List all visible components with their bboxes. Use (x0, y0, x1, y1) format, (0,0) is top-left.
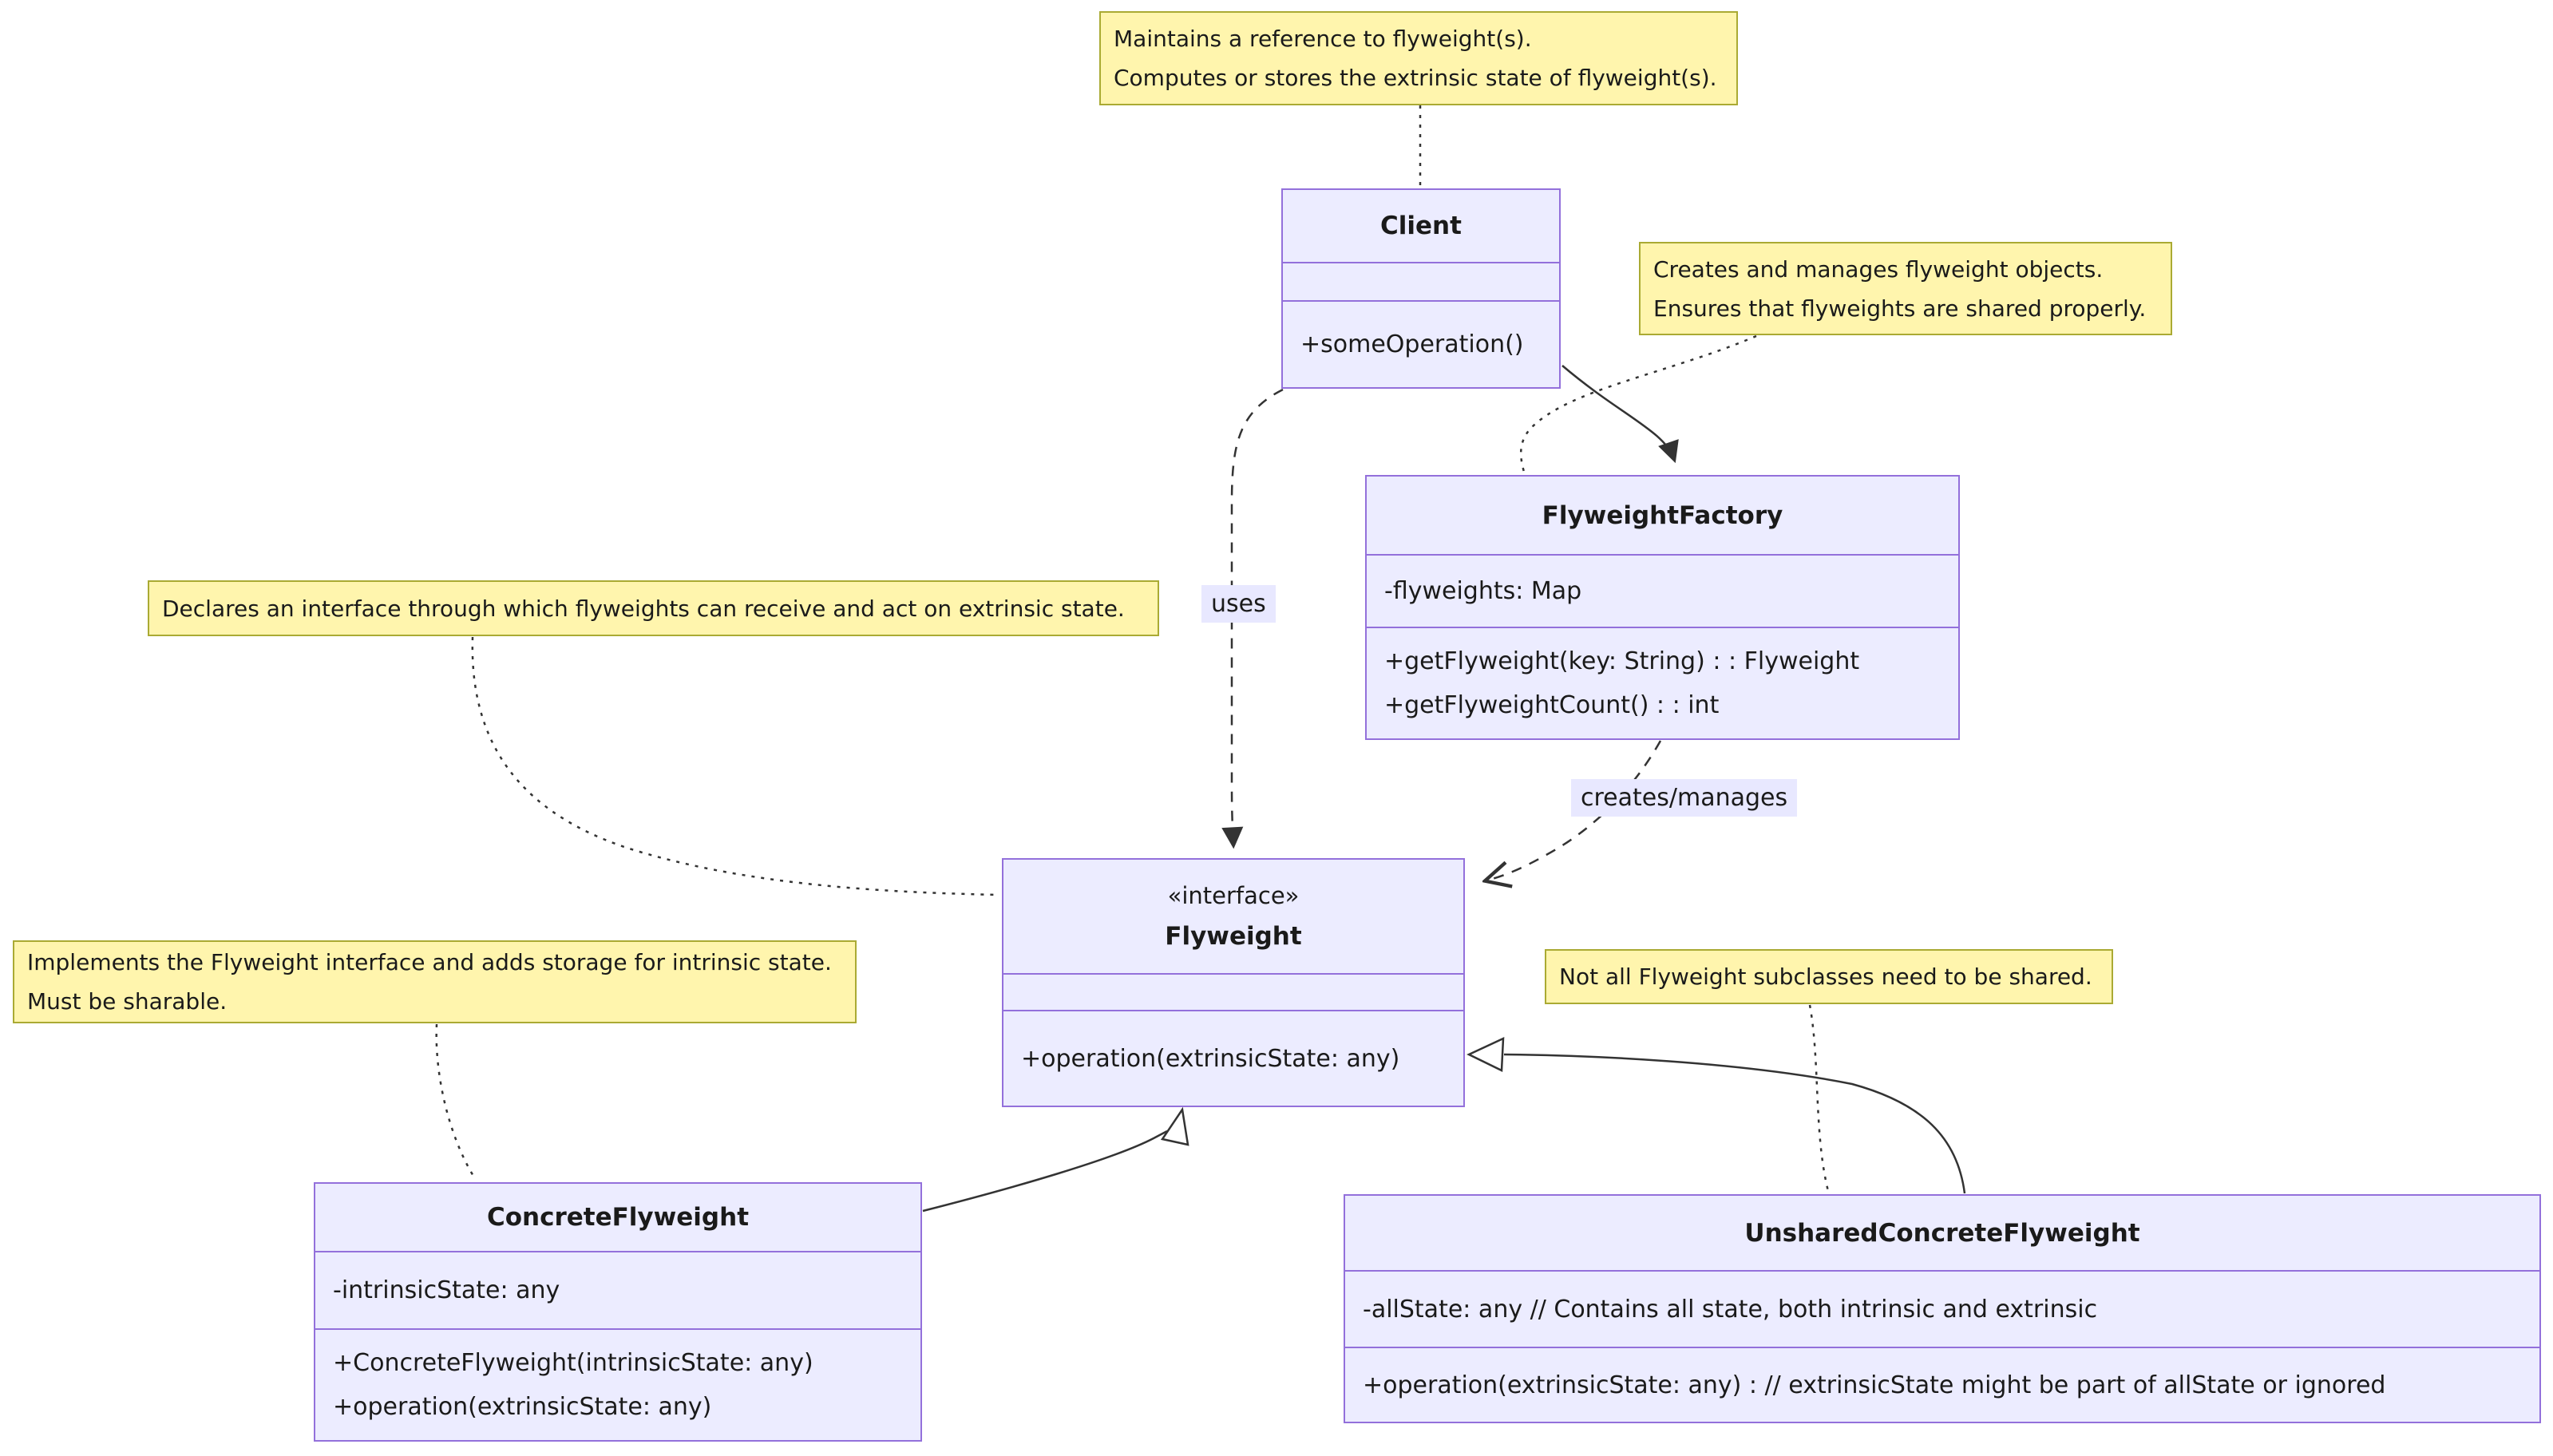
class-client-title: Client (1283, 190, 1559, 263)
realization-arrowhead-unshared (1466, 1036, 1505, 1072)
note-flyweight: Declares an interface through which flyw… (148, 580, 1159, 636)
link-note-flyweight (471, 636, 999, 896)
class-flyweight-attributes (1003, 975, 1463, 1011)
class-factory-title: FlyweightFactory (1367, 477, 1958, 556)
note-line: Computes or stores the extrinsic state o… (1114, 65, 1717, 91)
edge-factory-creates-flyweight (1490, 740, 1662, 880)
class-method: +ConcreteFlyweight(intrinsicState: any) (333, 1349, 813, 1377)
class-concrete-title: ConcreteFlyweight (315, 1184, 920, 1252)
note-line: Ensures that flyweights are shared prope… (1653, 295, 2147, 322)
class-concrete-methods: +ConcreteFlyweight(intrinsicState: any) … (315, 1330, 920, 1440)
class-unshared-methods: +operation(extrinsicState: any) : // ext… (1345, 1348, 2539, 1422)
note-concrete: Implements the Flyweight interface and a… (13, 940, 857, 1023)
class-name: FlyweightFactory (1542, 500, 1783, 530)
class-stereotype: «interface» (1167, 882, 1300, 909)
note-line: Implements the Flyweight interface and a… (27, 949, 832, 975)
class-client-methods: +someOperation() (1283, 302, 1559, 387)
class-method: +operation(extrinsicState: any) (333, 1393, 712, 1421)
note-line: Maintains a reference to flyweight(s). (1114, 26, 1532, 52)
edge-client-factory (1561, 365, 1679, 464)
class-attribute: -intrinsicState: any (333, 1276, 560, 1304)
note-line: Creates and manages flyweight objects. (1653, 255, 2104, 283)
edge-concrete-realizes-flyweight (922, 1130, 1168, 1213)
class-name: ConcreteFlyweight (486, 1203, 750, 1232)
class-factory-attributes: -flyweights: Map (1367, 556, 1958, 628)
edge-unshared-realizes-flyweight (1503, 1053, 1966, 1194)
class-method: +operation(extrinsicState: any) (1021, 1044, 1400, 1073)
edge-label-uses: uses (1201, 585, 1276, 623)
class-flyweight-factory: FlyweightFactory -flyweights: Map +getFl… (1365, 475, 1960, 740)
note-line: Not all Flyweight subclasses need to be … (1559, 963, 2092, 990)
link-note-factory (1519, 334, 1757, 473)
class-client: Client +someOperation() (1281, 188, 1561, 389)
class-method: +operation(extrinsicState: any) : // ext… (1363, 1371, 2386, 1399)
class-name: UnsharedConcreteFlyweight (1744, 1218, 2140, 1248)
class-unshared-title: UnsharedConcreteFlyweight (1345, 1196, 2539, 1272)
class-method: +getFlyweightCount() : : int (1384, 691, 1720, 719)
note-factory: Creates and manages flyweight objects. E… (1639, 242, 2172, 335)
class-concrete-attributes: -intrinsicState: any (315, 1252, 920, 1330)
class-unshared-attributes: -allState: any // Contains all state, bo… (1345, 1272, 2539, 1348)
class-flyweight-interface: «interface» Flyweight +operation(extrins… (1002, 858, 1465, 1107)
link-note-concrete (435, 1023, 477, 1181)
class-concrete-flyweight: ConcreteFlyweight -intrinsicState: any +… (314, 1182, 922, 1442)
class-flyweight-title: «interface» Flyweight (1003, 860, 1463, 975)
note-line: Declares an interface through which flyw… (162, 595, 1125, 622)
edge-client-uses-flyweight (1221, 388, 1284, 849)
class-factory-methods: +getFlyweight(key: String) : : Flyweight… (1367, 628, 1958, 738)
link-note-unshared (1808, 1004, 1830, 1192)
realization-arrowhead-concrete (1160, 1106, 1189, 1146)
class-attribute: -allState: any // Contains all state, bo… (1363, 1295, 2098, 1323)
class-client-attributes (1283, 263, 1559, 302)
class-name: Flyweight (1165, 922, 1302, 951)
class-attribute: -flyweights: Map (1384, 577, 1582, 605)
note-unshared: Not all Flyweight subclasses need to be … (1545, 949, 2113, 1004)
note-line: Must be sharable. (27, 988, 228, 1015)
class-name: Client (1380, 212, 1462, 240)
edge-label-creates-manages: creates/manages (1571, 779, 1798, 817)
class-flyweight-methods: +operation(extrinsicState: any) (1003, 1011, 1463, 1106)
class-method: +someOperation() (1300, 330, 1524, 358)
class-unshared-concrete-flyweight: UnsharedConcreteFlyweight -allState: any… (1344, 1194, 2541, 1423)
note-client: Maintains a reference to flyweight(s). C… (1099, 11, 1738, 105)
class-method: +getFlyweight(key: String) : : Flyweight (1384, 647, 1860, 675)
